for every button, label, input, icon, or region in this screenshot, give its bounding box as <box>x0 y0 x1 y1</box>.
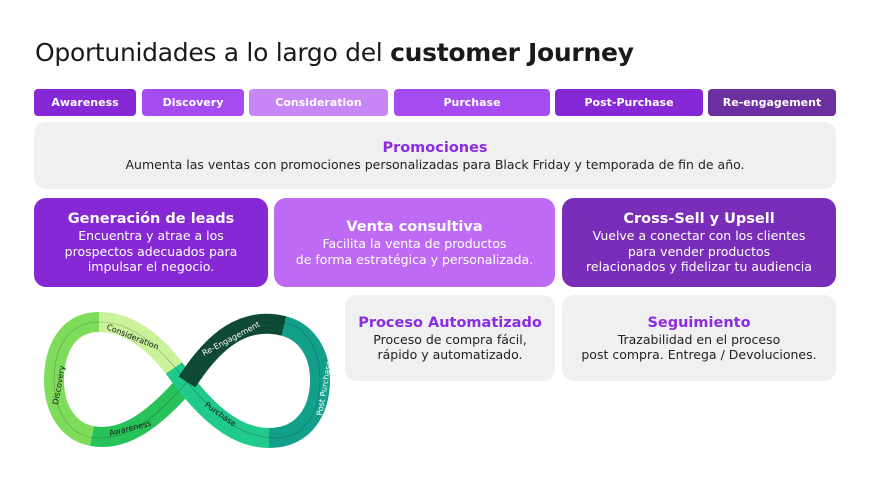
proceso-text: Proceso de compra fácil, rápido y automa… <box>373 331 527 363</box>
title-regular: Oportunidades a lo largo del <box>35 38 391 67</box>
stage-re-engagement: Re-engagement <box>708 89 836 116</box>
stage-discovery: Discovery <box>142 89 244 116</box>
crosssell-text: Vuelve a conectar con los clientes para … <box>586 228 812 275</box>
stage-post-purchase: Post-Purchase <box>555 89 703 116</box>
seguimiento-card: Seguimiento Trazabilidad en el proceso p… <box>562 295 836 381</box>
loop-segment-awareness <box>90 375 195 447</box>
promociones-text: Aumenta las ventas con promociones perso… <box>125 156 745 172</box>
promociones-heading: Promociones <box>382 139 488 156</box>
loop-segment-consideration <box>98 312 182 375</box>
leads-card: Generación de leads Encuentra y atrae a … <box>34 198 268 287</box>
leads-text: Encuentra y atrae a los prospectos adecu… <box>64 228 238 275</box>
venta-card: Venta consultiva Facilita la venta de pr… <box>274 198 555 287</box>
page-title: Oportunidades a lo largo del customer Jo… <box>35 38 634 67</box>
seguimiento-text: Trazabilidad en el proceso post compra. … <box>581 331 817 363</box>
venta-text: Facilita la venta de productos de forma … <box>295 236 534 267</box>
loop-segment-purchase <box>165 362 270 448</box>
loop-segment-reengagement <box>178 313 287 388</box>
stage-purchase: Purchase <box>394 89 550 116</box>
leads-heading: Generación de leads <box>67 211 235 228</box>
venta-heading: Venta consultiva <box>346 219 483 235</box>
proceso-card: Proceso Automatizado Proceso de compra f… <box>345 295 555 381</box>
stage-consideration: Consideration <box>249 89 388 116</box>
crosssell-card: Cross-Sell y Upsell Vuelve a conectar co… <box>562 198 836 287</box>
stage-awareness: Awareness <box>34 89 136 116</box>
seguimiento-heading: Seguimiento <box>647 314 751 331</box>
loop-segment-post-purchase <box>268 316 330 448</box>
proceso-heading: Proceso Automatizado <box>358 314 542 331</box>
promociones-card: Promociones Aumenta las ventas con promo… <box>34 122 836 189</box>
loop-segment-discovery <box>44 312 100 446</box>
customer-journey-loop: Consideration Discovery Awareness Purcha… <box>44 312 330 448</box>
title-bold: customer Journey <box>390 38 634 67</box>
crosssell-heading: Cross-Sell y Upsell <box>623 211 775 228</box>
